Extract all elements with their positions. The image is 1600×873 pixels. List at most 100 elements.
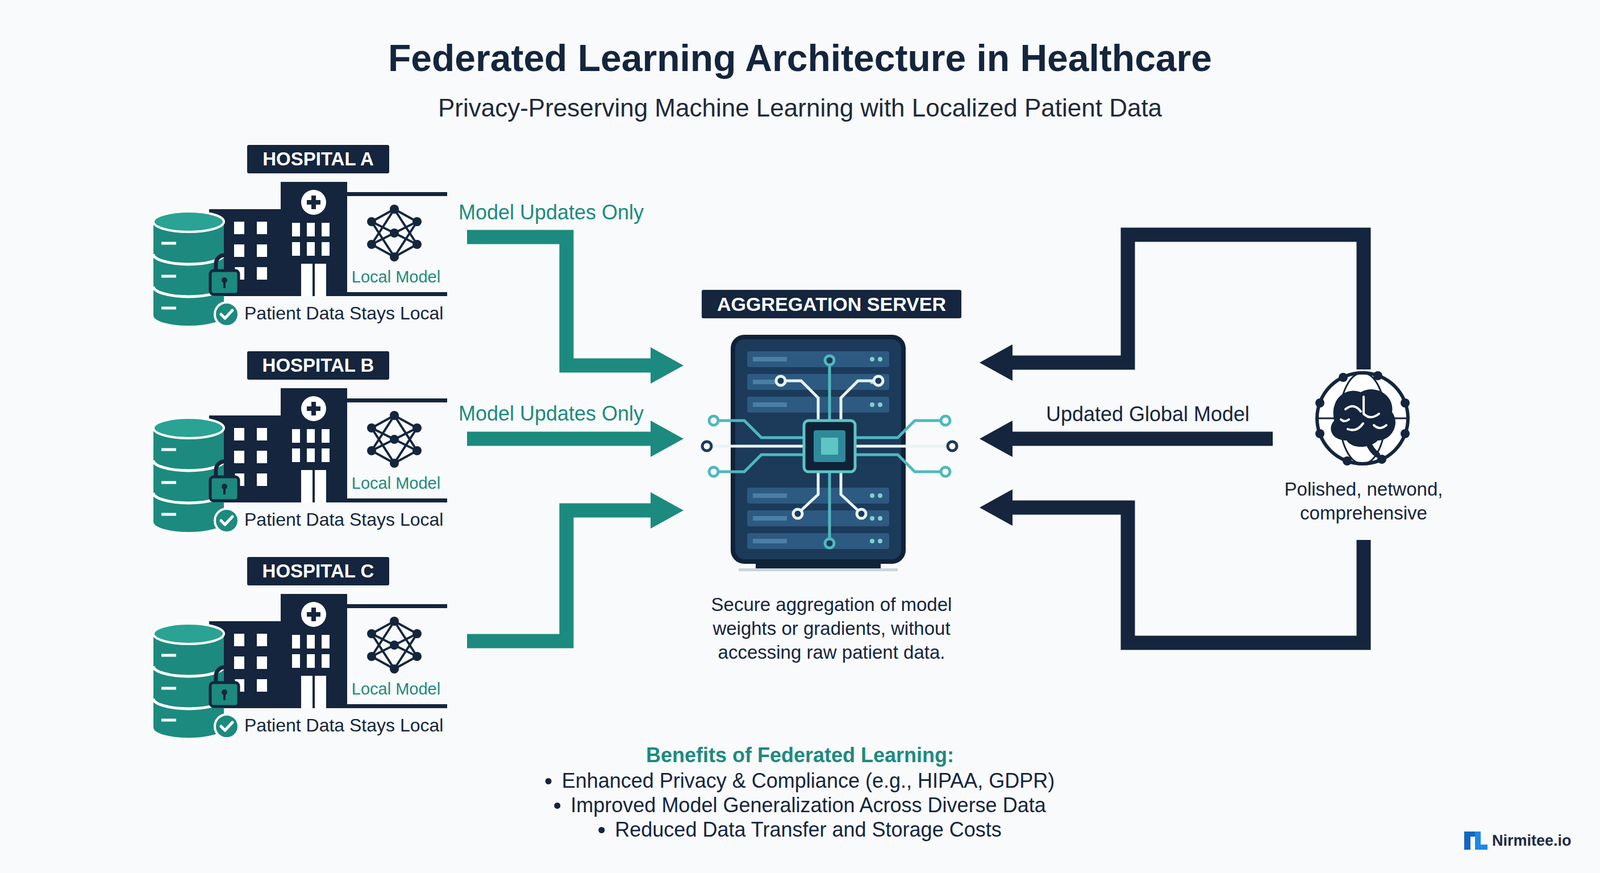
circuit-traces — [702, 355, 957, 548]
network-dot — [1373, 371, 1383, 381]
circuit-trace — [855, 420, 941, 438]
subtitle-text: Privacy-Preserving Machine Learning with… — [438, 93, 1162, 123]
circuit-trace — [718, 420, 804, 438]
trace-pad — [825, 538, 835, 548]
bullet-dot — [553, 802, 561, 809]
network-dot — [1315, 428, 1325, 439]
arrow-head — [979, 344, 1013, 381]
bullet-dot — [598, 826, 605, 833]
globe-ring — [1317, 372, 1408, 464]
arrow-head — [650, 492, 684, 529]
trace-pad — [856, 509, 866, 519]
slot-light — [869, 493, 875, 498]
edge-label: Model Updates Only — [458, 200, 644, 225]
hospital-illustration — [153, 388, 448, 533]
server-rack — [732, 336, 904, 562]
model-caption: Local Model — [339, 679, 453, 699]
arrow-head — [650, 347, 684, 384]
arrow-shaft — [1011, 234, 1364, 370]
brand-name: Nirmitee.io — [1492, 831, 1572, 850]
circuit-trace — [840, 380, 874, 421]
server-node: AGGREGATION SERVERSecure aggregation of … — [683, 286, 980, 662]
diagram-title: Federated Learning Architecture in Healt… — [0, 36, 1600, 80]
arrow-shaft — [467, 236, 652, 366]
flow-arrow — [467, 236, 684, 384]
hospital-illustration — [153, 593, 448, 739]
brain-stem — [1368, 442, 1378, 455]
server-slot — [747, 510, 890, 527]
brand-logo — [1464, 831, 1488, 850]
logo-bar — [1475, 844, 1488, 850]
trace-pad — [940, 467, 950, 477]
section-heading: Benefits of Federated Learning: — [646, 743, 954, 768]
server-slot — [747, 351, 890, 368]
slot-light — [877, 356, 883, 362]
chip-die — [821, 437, 839, 455]
model-caption: Local Model — [339, 473, 453, 493]
arrow-shaft — [467, 431, 652, 447]
network-dot — [1338, 372, 1348, 382]
circuit-trace — [840, 471, 858, 511]
slot-light — [869, 356, 875, 362]
processor-chip — [803, 420, 856, 472]
hospital-label: HOSPITAL B — [247, 351, 390, 380]
benefit-text: Improved Model Generalization Across Div… — [570, 793, 1046, 818]
bullet-item: Improved Model Generalization Across Div… — [553, 793, 1046, 818]
hospital-label: HOSPITAL A — [247, 144, 390, 174]
circuit-trace — [855, 454, 941, 472]
trace-pad — [709, 415, 719, 425]
trace-pad — [709, 467, 719, 477]
slot-light — [869, 538, 875, 544]
arrow-shaft — [1011, 507, 1364, 643]
global-model-illustration — [1315, 371, 1410, 466]
edge-label: Updated Global Model — [1046, 402, 1250, 427]
slot-bar — [752, 515, 787, 521]
trace-pad — [776, 376, 786, 386]
server-slot — [747, 532, 890, 549]
slot-bar — [752, 402, 787, 407]
circuit-trace — [718, 454, 804, 472]
status-text: Patient Data Stays Local — [244, 509, 444, 531]
slot-light — [877, 538, 883, 544]
server-slots — [747, 351, 890, 549]
brain-folds — [1340, 396, 1387, 431]
circuit-trace — [785, 380, 819, 421]
network-dot — [1400, 428, 1410, 439]
trace-pad — [940, 415, 950, 425]
edge-label: Model Updates Only — [458, 401, 644, 426]
circuit-trace — [711, 444, 804, 448]
bullet-item: Enhanced Privacy & Compliance (e.g., HIP… — [545, 768, 1056, 793]
benefit-text: Reduced Data Transfer and Storage Costs — [614, 817, 1002, 842]
slot-light — [877, 515, 883, 521]
slot-light — [869, 515, 875, 521]
circuit-trace — [828, 471, 832, 539]
network-dot — [1342, 456, 1352, 466]
slot-light — [869, 402, 875, 407]
benefit-text: Enhanced Privacy & Compliance (e.g., HIP… — [561, 768, 1056, 793]
bullet-dot — [545, 777, 552, 785]
arrow-head — [979, 420, 1013, 457]
trace-pad — [702, 441, 712, 451]
trace-pad — [825, 355, 835, 365]
circuit-trace — [801, 471, 819, 511]
flow-arrow — [467, 420, 684, 457]
model-caption: Local Model — [339, 267, 453, 287]
trace-pad — [873, 376, 883, 386]
slot-bar — [752, 356, 787, 362]
brain-node: Polished, netwond, comprehensive — [1272, 369, 1455, 540]
flow-arrow — [979, 234, 1364, 381]
arrow-head — [650, 420, 684, 457]
arrow-head — [979, 489, 1013, 526]
trace-pad — [947, 441, 957, 451]
hospital-illustration — [153, 181, 448, 327]
server-label: AGGREGATION SERVER — [701, 289, 962, 319]
slot-bar — [752, 493, 787, 498]
chip-core — [813, 430, 846, 462]
network-dot — [1400, 398, 1410, 408]
circuit-trace — [828, 364, 832, 421]
server-illustration — [702, 336, 957, 572]
model-description: Polished, netwond, comprehensive — [1272, 477, 1455, 525]
